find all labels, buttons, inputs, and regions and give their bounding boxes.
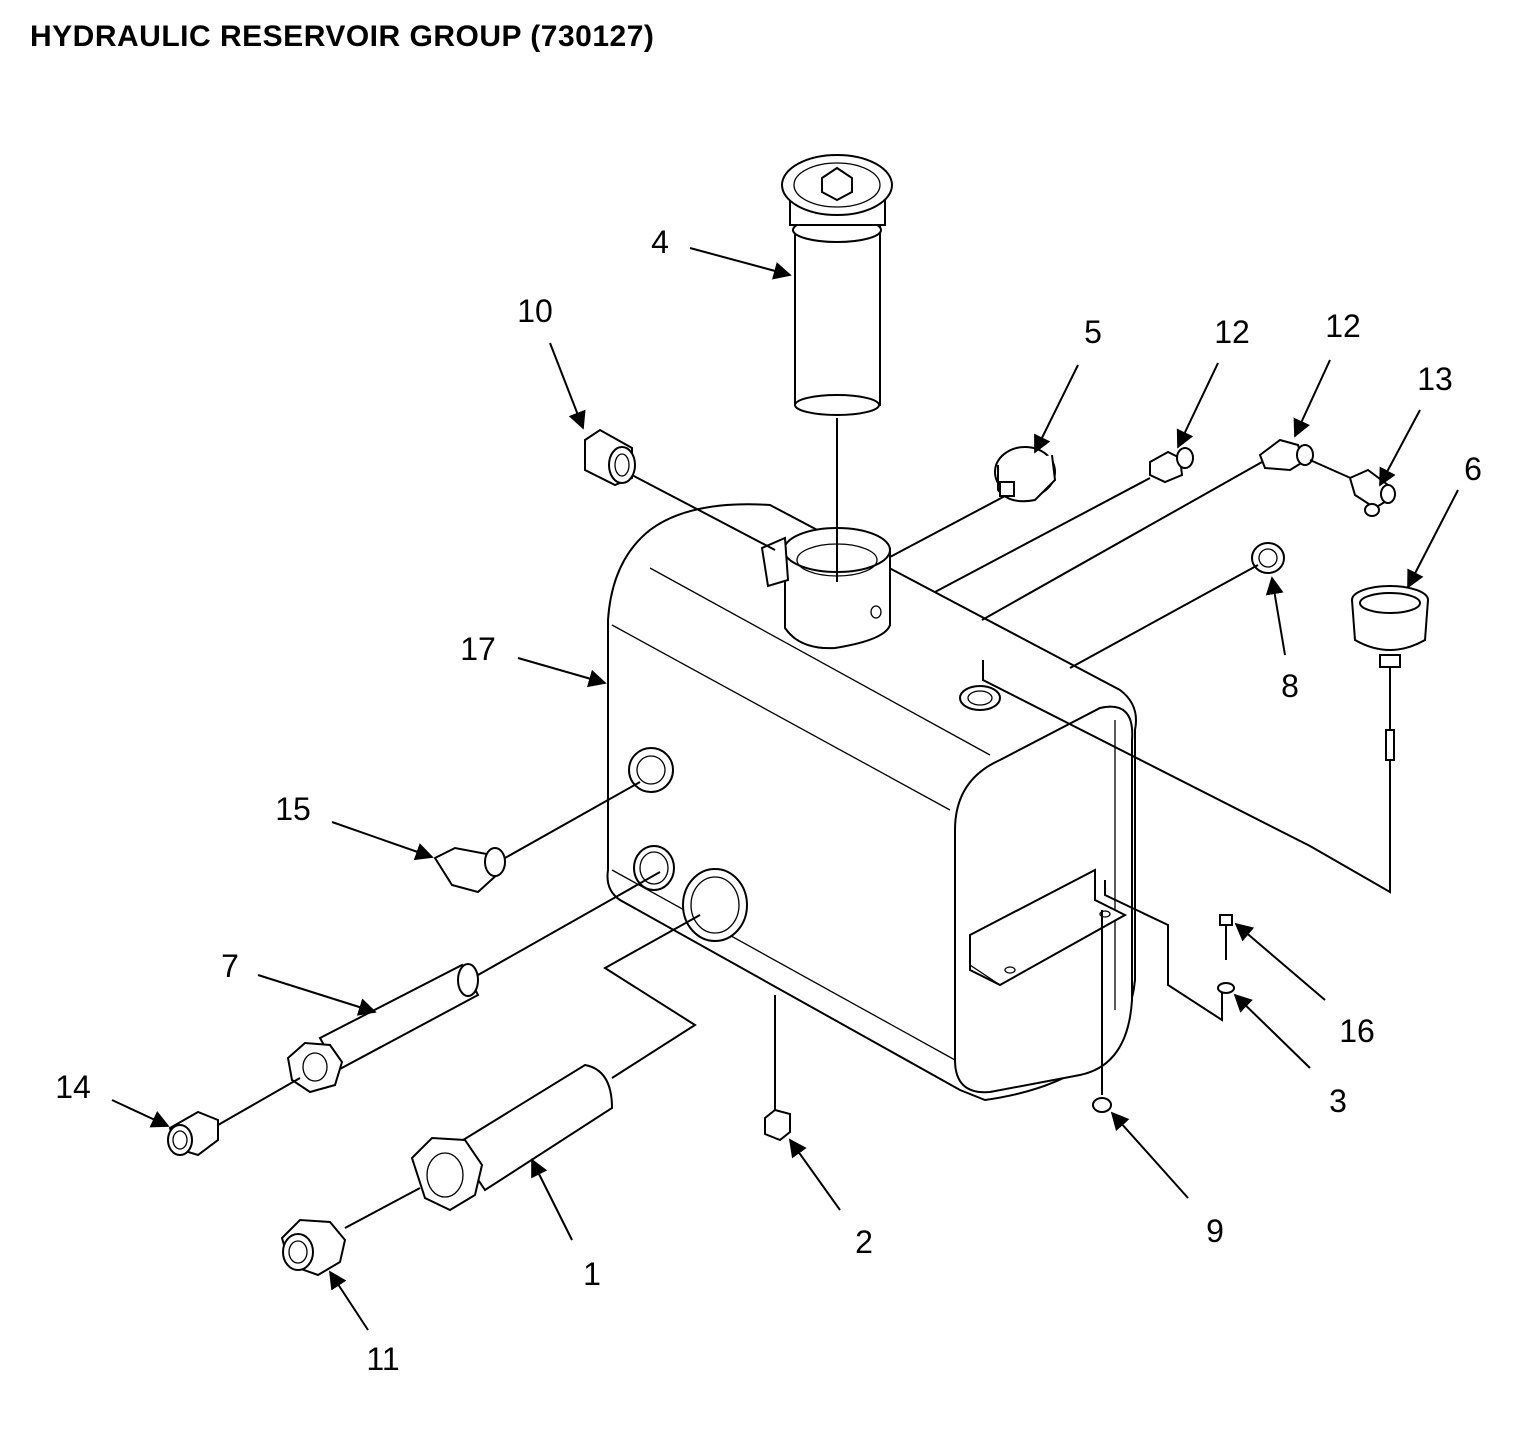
leader-lines	[111, 247, 1459, 1331]
tee-13	[1348, 468, 1396, 517]
callout-12a: 12	[1214, 314, 1250, 350]
callout-15: 15	[275, 791, 311, 827]
gauge-5	[889, 446, 1057, 558]
callout-2: 2	[855, 1224, 873, 1260]
adapter-11	[280, 1187, 421, 1277]
fitting-14	[167, 1077, 301, 1157]
elbow-12b	[981, 438, 1356, 621]
suction-strainer-7	[286, 871, 661, 1094]
callout-10: 10	[517, 293, 553, 329]
drain-plug-2	[764, 995, 791, 1142]
callout-5: 5	[1084, 314, 1102, 350]
return-filter-1	[410, 914, 701, 1212]
callout-4: 4	[651, 224, 669, 260]
callout-14: 14	[55, 1069, 91, 1105]
elbow-12a	[934, 447, 1194, 593]
callout-3: 3	[1329, 1083, 1347, 1119]
callout-6: 6	[1464, 451, 1482, 487]
callout-12b: 12	[1325, 308, 1361, 344]
callout-7: 7	[221, 948, 239, 984]
callout-11: 11	[366, 1341, 399, 1377]
breather-cap-6	[982, 585, 1429, 894]
callout-16: 16	[1339, 1013, 1375, 1049]
plug-8	[1069, 542, 1285, 669]
page-title: HYDRAULIC RESERVOIR GROUP (730127)	[30, 20, 655, 53]
callout-17: 17	[460, 631, 496, 667]
callout-8: 8	[1281, 668, 1299, 704]
elbow-15	[433, 781, 641, 894]
callout-1: 1	[583, 1256, 601, 1292]
filter-element	[781, 154, 893, 582]
bolt-16-washer-3	[1104, 880, 1235, 1022]
callout-9: 9	[1206, 1213, 1224, 1249]
reservoir-tank	[606, 503, 1137, 1102]
fitting-10	[584, 428, 776, 551]
nut-9	[1092, 910, 1112, 1113]
callout-13: 13	[1417, 361, 1453, 397]
